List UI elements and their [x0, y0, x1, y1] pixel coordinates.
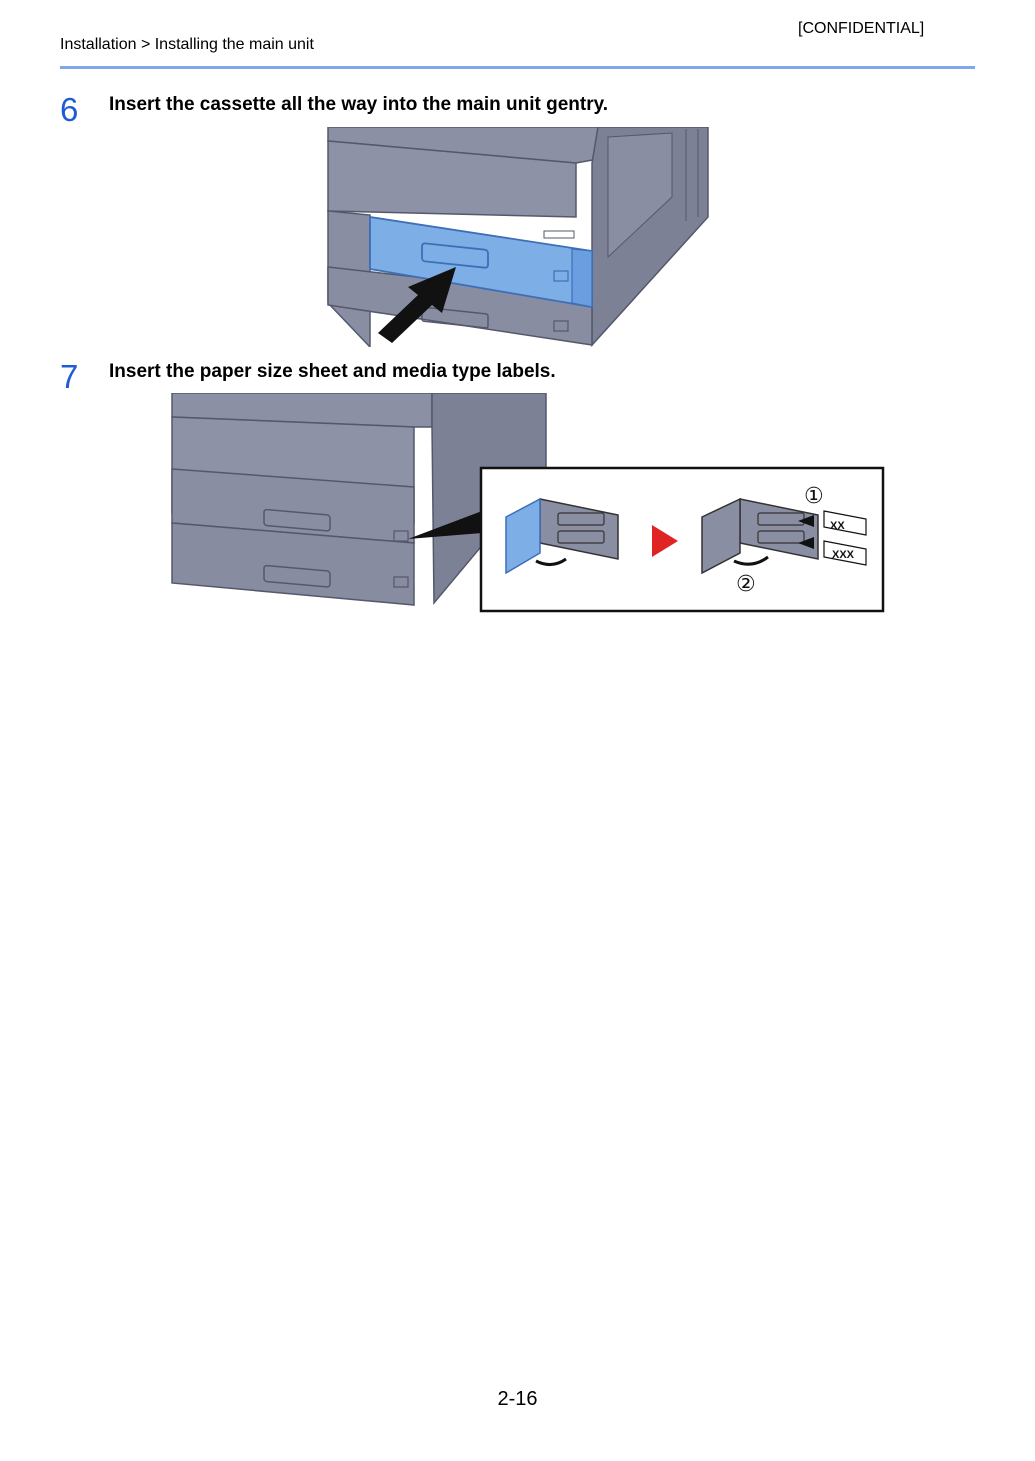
- breadcrumb: Installation > Installing the main unit: [60, 36, 314, 53]
- confidential-label: [CONFIDENTIAL]: [798, 20, 925, 37]
- callout-1: ①: [804, 484, 824, 509]
- step-7-title: Insert the paper size sheet and media ty…: [109, 361, 556, 382]
- label-insert-illustration: XX XXX ① ②: [171, 393, 885, 613]
- step-6-title: Insert the cassette all the way into the…: [109, 94, 609, 115]
- callout-2: ②: [736, 572, 756, 597]
- label-sample-media: XXX: [832, 549, 855, 561]
- cassette-insert-illustration: [327, 127, 709, 347]
- step-7-number: 7: [60, 358, 79, 395]
- step-6-number: 6: [60, 91, 79, 128]
- header-divider: [60, 66, 975, 69]
- label-sample-size: XX: [830, 520, 845, 532]
- page-number: 2-16: [497, 1388, 538, 1410]
